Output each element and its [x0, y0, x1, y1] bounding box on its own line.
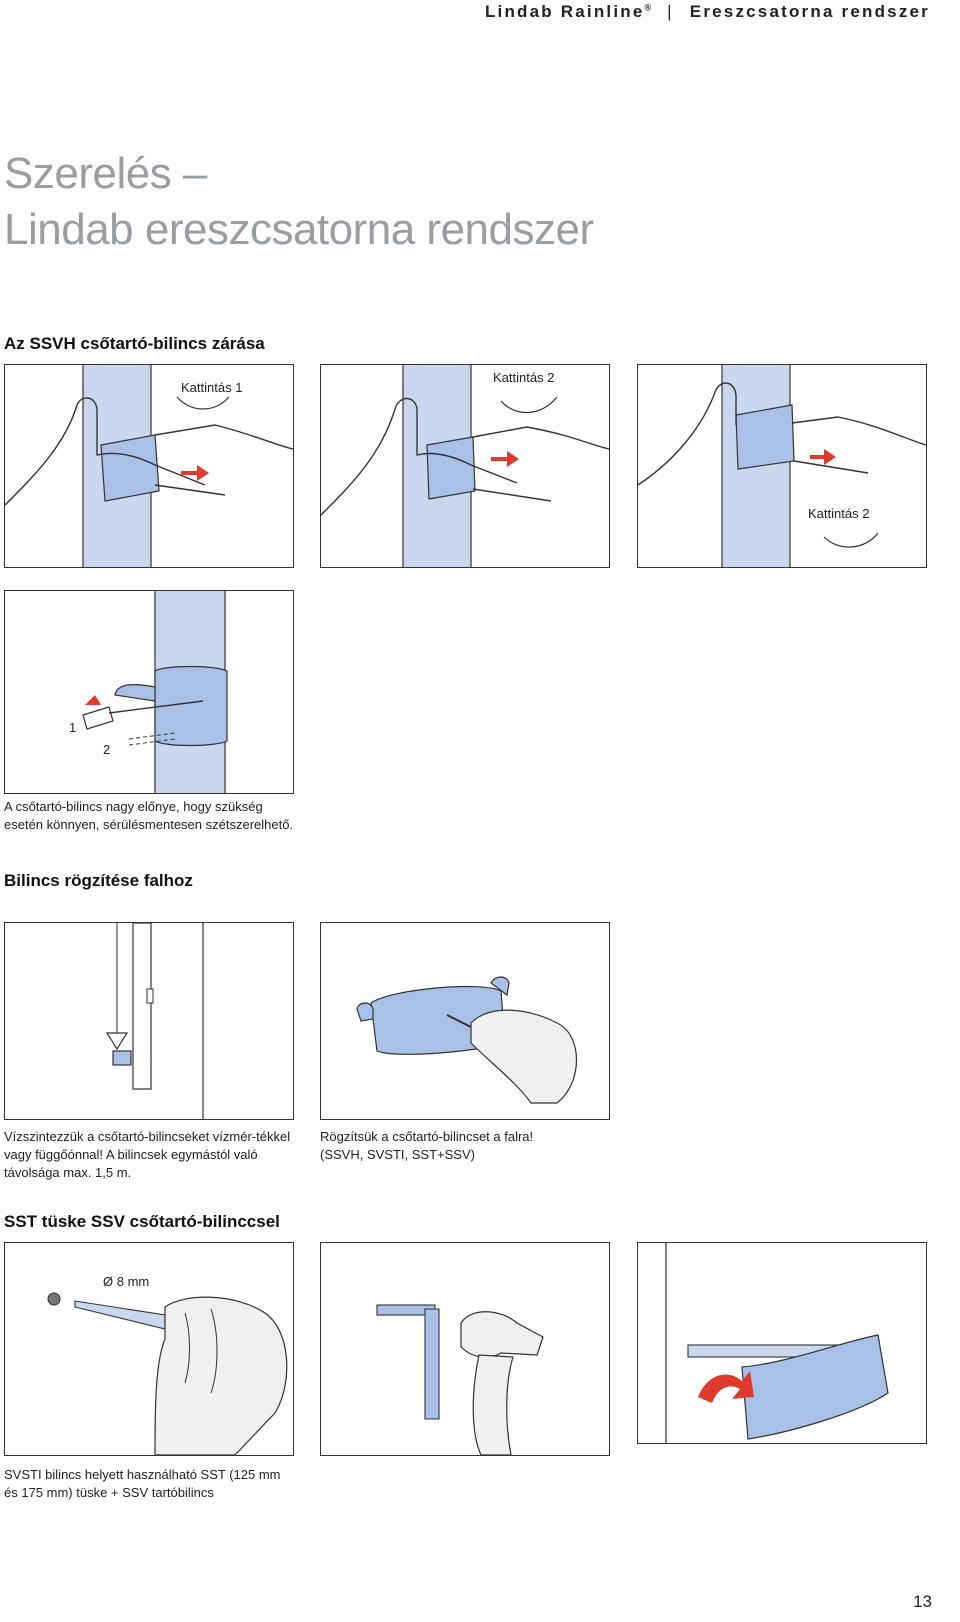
page-title-line1: Szerelés –	[4, 149, 207, 198]
section2-caption-left: Vízszintezzük a csőtartó-bilincseket víz…	[4, 1129, 291, 1180]
section2-caption-right-line2: (SSVH, SVSTI, SST+SSV)	[320, 1147, 475, 1162]
illustration-drilling: Ø 8 mm	[4, 1242, 294, 1456]
registered-mark: ®	[644, 2, 652, 13]
illustration-leveling	[4, 922, 294, 1120]
header-brand: Lindab Rainline	[484, 2, 645, 21]
running-header: Lindab Rainline® | Ereszcsatorna rendszer	[485, 2, 930, 22]
click-1-label: Kattintás 1	[181, 380, 243, 395]
illustration-mounting	[637, 1242, 927, 1444]
click-2-alt-label: Kattintás 2	[808, 506, 870, 521]
header-product: Ereszcsatorna rendszer	[689, 2, 930, 21]
step-number-2: 2	[103, 742, 111, 757]
section3-heading: SST tüske SSV csőtartó-bilinccsel	[4, 1212, 280, 1231]
section2-caption-right-line1: Rögzítsük a csőtartó-bilincset a falra!	[320, 1129, 534, 1144]
diameter-label: Ø 8 mm	[103, 1274, 150, 1289]
step-number-1: 1	[69, 720, 77, 735]
page-title-line2: Lindab ereszcsatorna rendszer	[4, 205, 594, 254]
page-number: 13	[913, 1592, 932, 1611]
section1-caption: A csőtartó-bilincs nagy előnye, hogy szü…	[4, 799, 294, 832]
illustration-click-1: Kattintás 1	[4, 364, 294, 568]
header-separator: |	[667, 2, 674, 21]
page-title: Szerelés – Lindab ereszcsatorna rendszer	[4, 146, 594, 258]
illustration-fixing	[320, 922, 610, 1120]
illustration-click-2-alt: Kattintás 2	[637, 364, 927, 568]
illustration-disassembly: 1 2	[4, 590, 294, 794]
section2-caption-right: Rögzítsük a csőtartó-bilincset a falra! …	[320, 1128, 620, 1164]
section3-caption: SVSTI bilincs helyett használható SST (1…	[4, 1467, 281, 1500]
illustration-hammering	[320, 1242, 610, 1456]
illustration-click-2: Kattintás 2	[320, 364, 610, 568]
section2-heading: Bilincs rögzítése falhoz	[4, 871, 193, 890]
section1-heading: Az SSVH csőtartó-bilincs zárása	[4, 334, 265, 353]
click-2-label: Kattintás 2	[493, 370, 555, 385]
